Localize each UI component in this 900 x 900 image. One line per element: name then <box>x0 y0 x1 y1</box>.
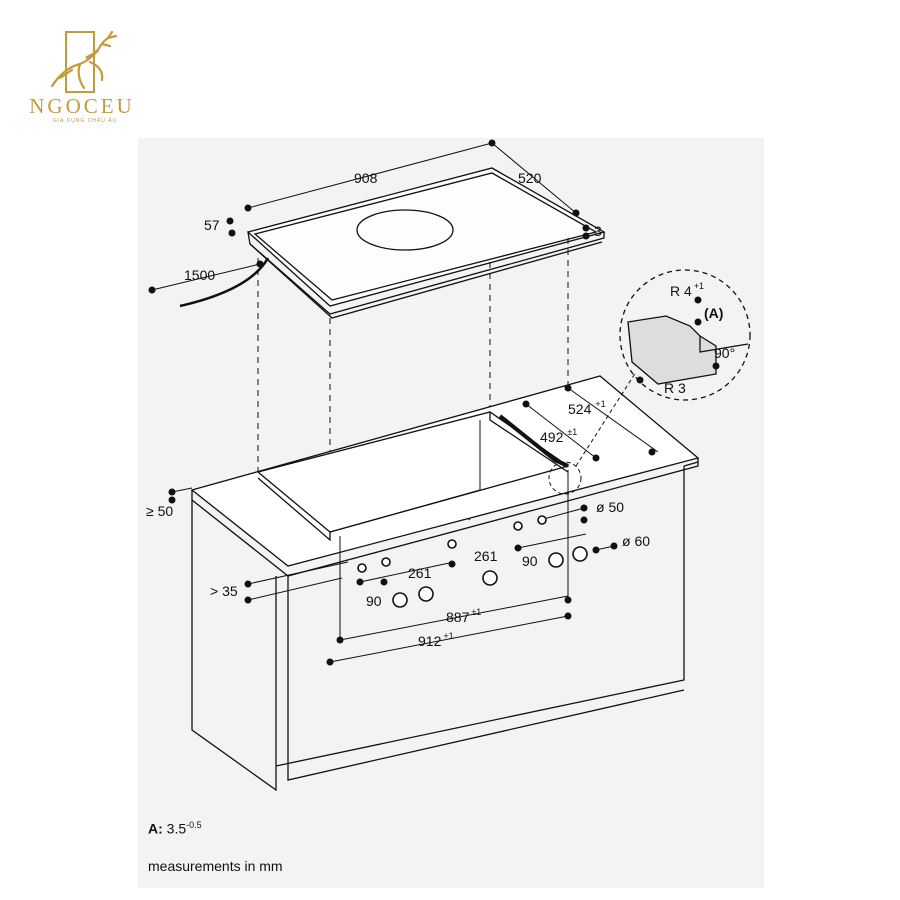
cutout-inner-width-label: 887±1 <box>446 607 481 625</box>
hole-large-label: ø 60 <box>622 533 650 549</box>
cabinet-front <box>275 576 685 781</box>
detail-label: (A) <box>704 305 723 321</box>
knob-gap-right-label: 90 <box>522 553 538 569</box>
hole-small-label: ø 50 <box>596 499 624 515</box>
knob <box>572 546 588 562</box>
units-note: measurements in mm <box>148 858 283 874</box>
detail-radius-bottom: R 3 <box>664 380 686 396</box>
knob <box>418 586 434 602</box>
footnote: A: 3.5-0.5 <box>148 820 202 837</box>
detail-radius-top: R 4+1 <box>670 281 704 299</box>
knob-hole <box>381 557 391 567</box>
cabinet-side <box>683 461 699 467</box>
width-label: 908 <box>354 170 378 186</box>
knob-spacing-b-label: 261 <box>474 548 498 564</box>
cutout-wall <box>329 420 481 533</box>
cutout-depth-label: 524+1 <box>568 399 606 417</box>
power-cable <box>179 257 270 308</box>
footnote-label: A: <box>148 820 163 837</box>
cutout-ledge <box>498 414 569 468</box>
cooking-zone <box>356 209 454 251</box>
knob-hole <box>447 539 457 549</box>
brand-name: NGOCEU <box>29 94 135 118</box>
footnote-value: 3.5 <box>166 820 187 837</box>
knob-hole <box>357 563 367 573</box>
detail-profile <box>627 315 717 385</box>
detail-edge <box>699 336 749 353</box>
deer-icon <box>50 30 118 93</box>
min-front-label: ≥ 50 <box>146 503 173 519</box>
brand-logo: NGOCEU GIA DỤNG CHÂU ÂU <box>24 28 144 128</box>
detail-angle: 90° <box>714 345 735 361</box>
knob-gap-left-label: 90 <box>366 593 382 609</box>
cabinet-body <box>191 466 685 792</box>
cooktop-base <box>249 241 603 319</box>
cable-label: 1500 <box>184 267 215 283</box>
knob <box>482 570 498 586</box>
cutout-inner <box>257 412 569 542</box>
detail-marker <box>548 461 582 495</box>
detail-circle <box>619 269 751 401</box>
knob <box>548 552 564 568</box>
inner-depth-label: 492±1 <box>540 427 577 445</box>
cutout-outer-width-label: 912+1 <box>418 631 454 649</box>
knob-spacing-a-label: 261 <box>408 565 432 581</box>
edge-label: 3 <box>594 223 602 239</box>
knob-hole <box>513 521 523 531</box>
depth-label: 520 <box>518 170 542 186</box>
cooktop-surface <box>246 167 606 307</box>
footnote-tolerance: -0.5 <box>186 820 202 830</box>
knob-hole <box>537 515 547 525</box>
cooktop-glass <box>253 172 598 301</box>
cooktop-frame <box>247 231 605 315</box>
knob <box>392 592 408 608</box>
knob-height-label: > 35 <box>210 583 238 599</box>
brand-tagline: GIA DỤNG CHÂU ÂU <box>52 118 118 124</box>
height-label: 57 <box>204 217 220 233</box>
